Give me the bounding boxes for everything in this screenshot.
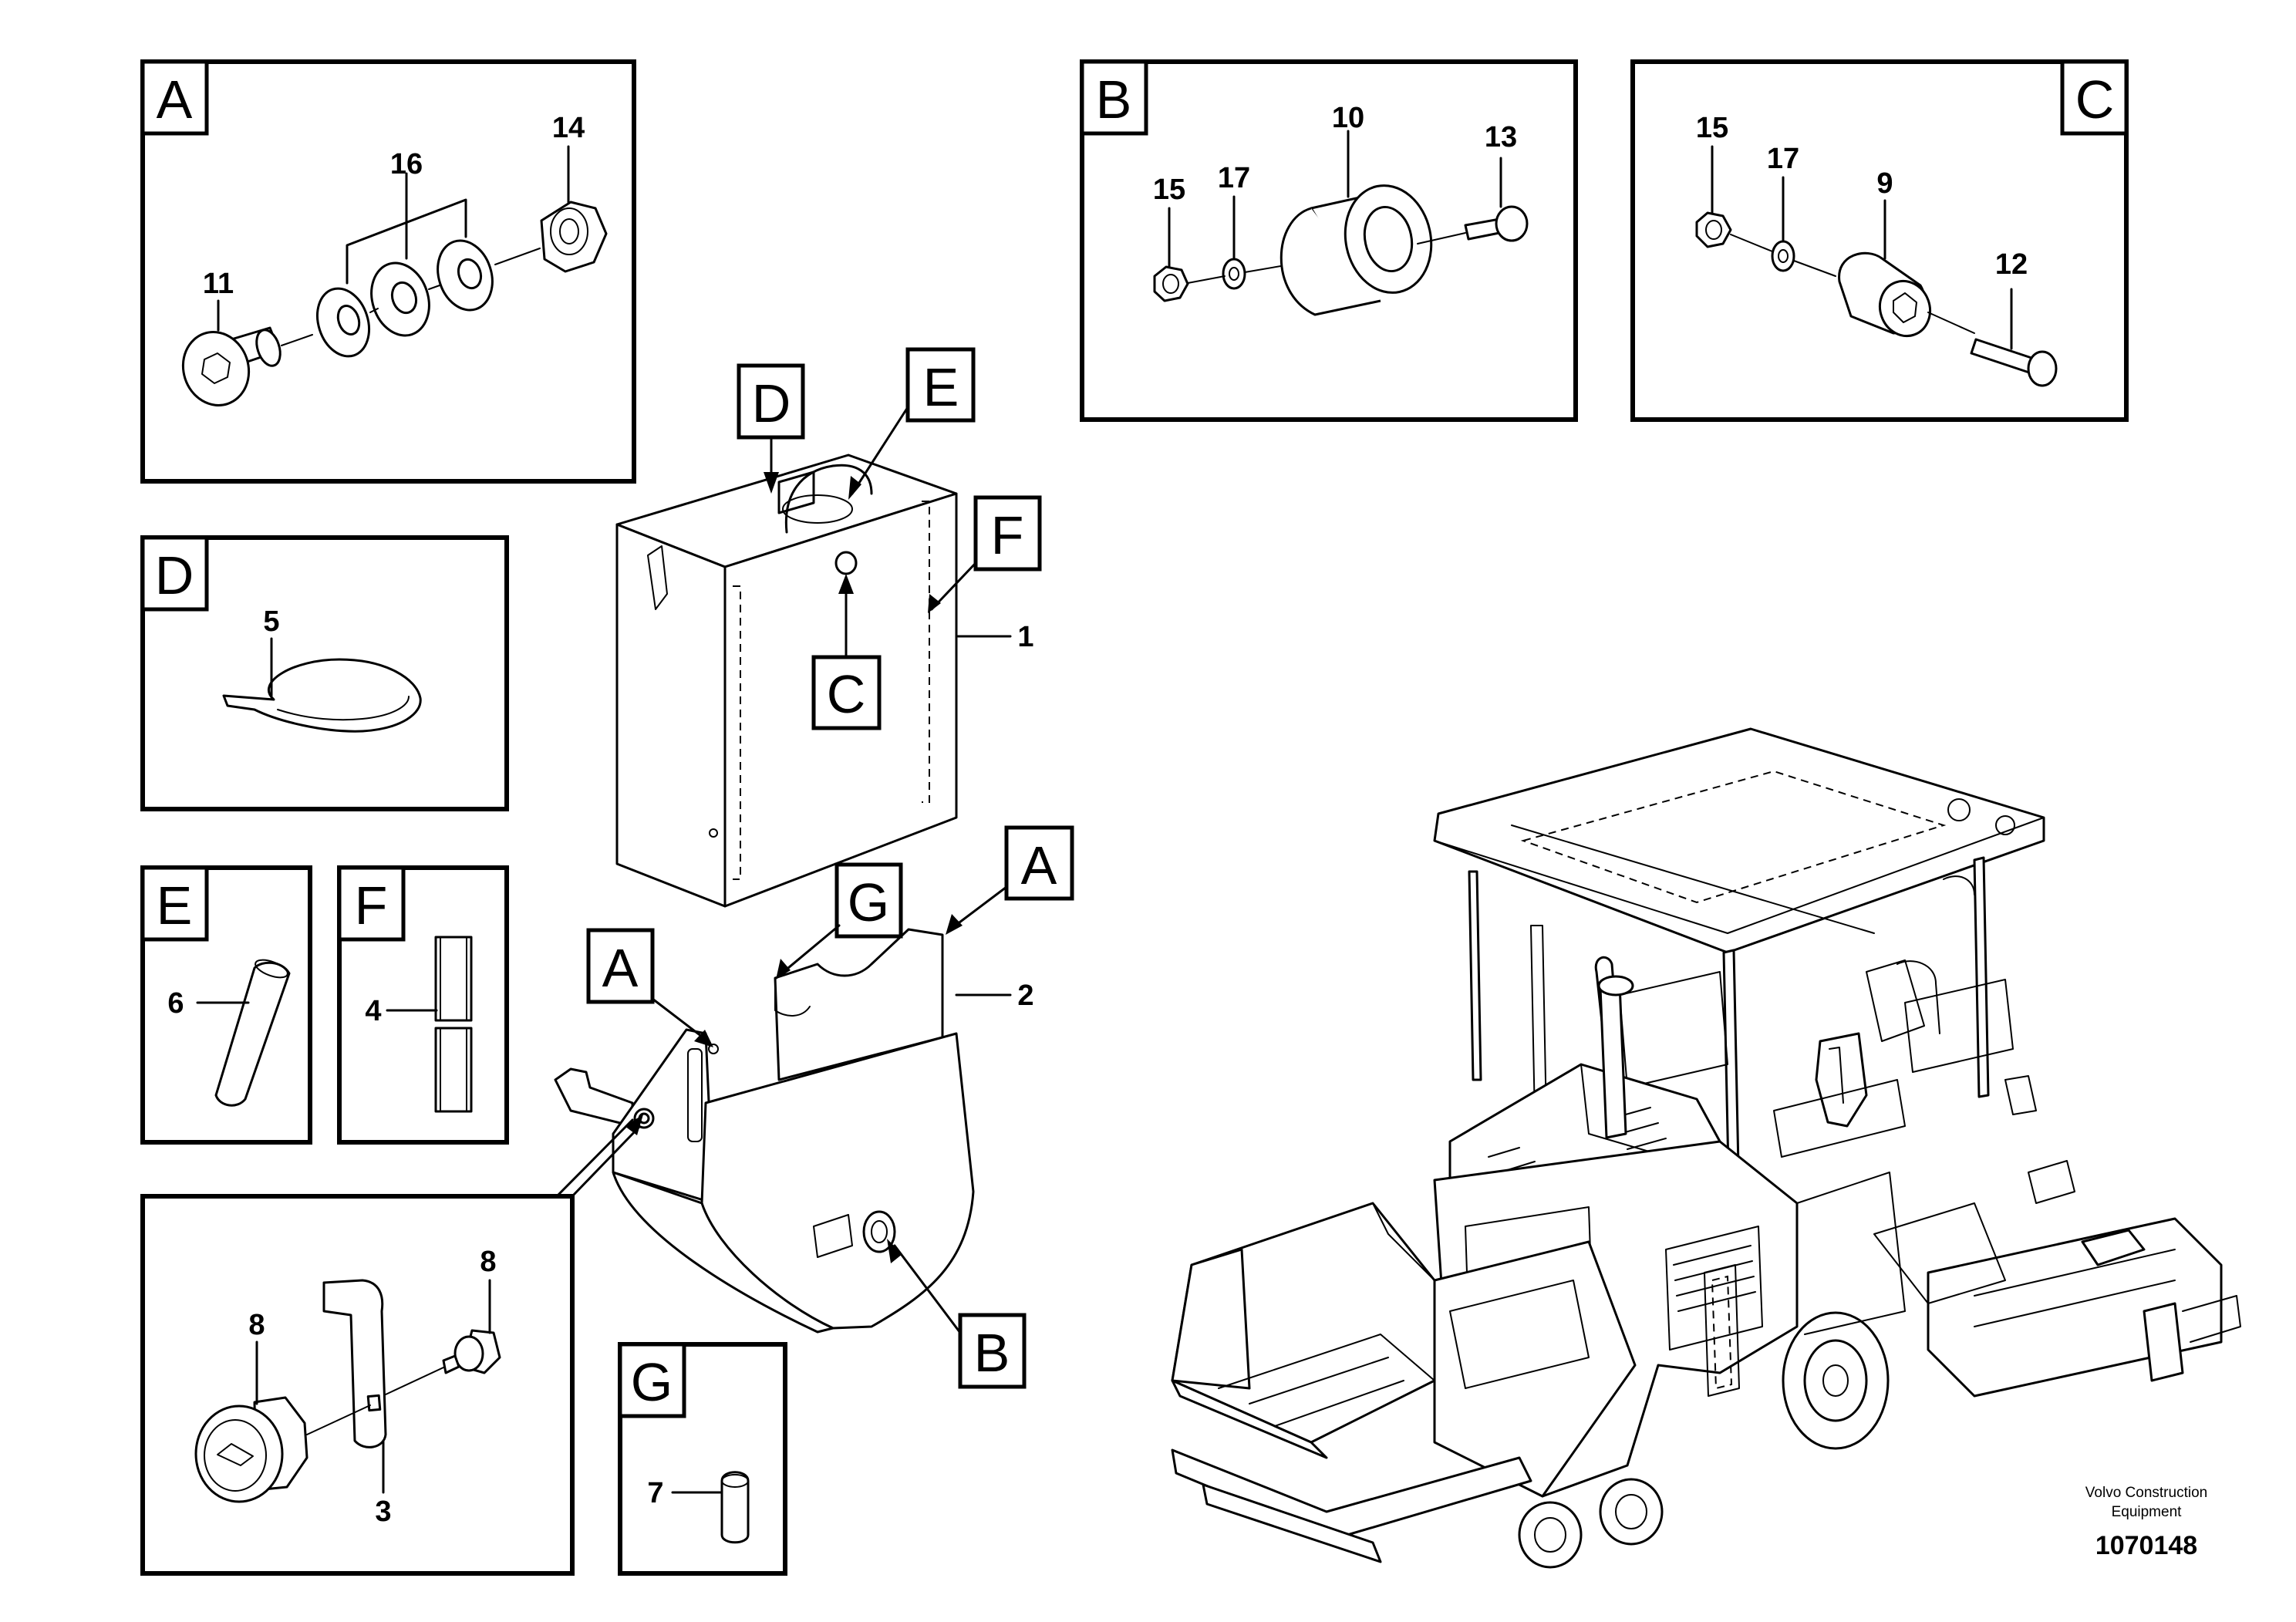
company-line-2: Equipment — [2112, 1504, 2183, 1520]
panel-e-tag-box — [140, 865, 209, 942]
nut-15-b — [1153, 207, 1189, 302]
label-15-c: 15 — [1696, 112, 1728, 144]
screw-8 — [385, 1279, 501, 1395]
pin-7 — [720, 1471, 750, 1544]
label-17-c: 17 — [1767, 143, 1799, 175]
panel-a-tag-box — [140, 59, 209, 136]
panel-lock: 8 8 3 — [140, 1194, 575, 1576]
panel-b: B 10 13 1 — [1080, 59, 1578, 422]
label-16: 16 — [390, 148, 423, 180]
label-4: 4 — [365, 995, 381, 1027]
callout-c: C — [811, 574, 882, 730]
label-6: 6 — [167, 987, 184, 1020]
label-7: 7 — [647, 1477, 663, 1509]
callout-a-left: A — [586, 928, 713, 1047]
label-14: 14 — [552, 112, 585, 144]
label-11: 11 — [203, 268, 234, 300]
cone-9 — [1838, 199, 1975, 338]
panel-g-tag: G — [631, 1352, 673, 1412]
latch-3 — [306, 1279, 387, 1494]
panel-d-tag-box — [140, 535, 209, 612]
paver-machine — [1171, 727, 2241, 1569]
panel-b-tag: B — [1096, 69, 1132, 130]
panel-c: C 15 17 9 12 — [1630, 59, 2129, 422]
panel-c-tag: C — [2075, 69, 2115, 130]
callout-e-text: E — [923, 357, 959, 417]
label-12: 12 — [1995, 248, 2028, 281]
panel-g: G 7 — [618, 1342, 787, 1576]
callout-a-left-text: A — [602, 938, 639, 998]
callout-d-text: D — [752, 373, 791, 433]
nut-14 — [540, 145, 608, 273]
callout-g-text: G — [848, 872, 889, 932]
label-10: 10 — [1332, 102, 1364, 134]
label-3: 3 — [375, 1496, 391, 1528]
callout-b: B — [887, 1239, 1027, 1389]
label-5: 5 — [263, 605, 279, 638]
label-1: 1 — [1017, 621, 1033, 653]
panel-f: F 4 — [337, 865, 509, 1145]
strip-4-upper — [434, 936, 473, 1022]
panel-g-tag-box — [618, 1342, 686, 1418]
callout-f: F — [928, 495, 1042, 613]
callout-b-text: B — [974, 1323, 1010, 1383]
lock-panel-leader — [555, 1114, 643, 1198]
callout-d: D — [737, 363, 805, 494]
callout-e: E — [848, 347, 976, 500]
pin-6 — [214, 961, 291, 1107]
callout-a-right: A — [946, 825, 1074, 935]
sleeve-10 — [1279, 130, 1433, 316]
label-13: 13 — [1485, 121, 1517, 153]
label-8-screw: 8 — [480, 1246, 496, 1278]
panel-e: E 6 — [140, 865, 312, 1145]
panel-e-tag: E — [157, 875, 193, 936]
lock-8 — [194, 1340, 308, 1503]
panel-a: A — [140, 59, 636, 484]
label-2: 2 — [1017, 980, 1033, 1012]
bolt-13 — [1417, 157, 1529, 244]
company-line-1: Volvo Construction — [2085, 1485, 2207, 1501]
callout-g: G — [776, 862, 903, 980]
bolt-12 — [1970, 288, 2058, 387]
callout-c-text: C — [827, 664, 866, 724]
callout-f-text: F — [991, 505, 1024, 565]
callout-a-right-text: A — [1021, 835, 1057, 895]
bolt-11 — [181, 326, 313, 406]
panel-d: D 5 — [140, 535, 509, 811]
panel-d-tag: D — [155, 545, 194, 605]
bracket-2 — [554, 928, 1012, 1334]
nut-15-c — [1695, 145, 1732, 248]
clip-5-inner — [277, 696, 410, 721]
washer-17-c — [1730, 176, 1836, 277]
label-17-b: 17 — [1218, 162, 1250, 194]
panel-f-tag-box — [337, 865, 406, 942]
panel-f-tag: F — [355, 875, 388, 936]
washers-16 — [316, 172, 541, 358]
panel-a-tag: A — [157, 69, 193, 130]
panel-b-tag-box — [1080, 59, 1148, 136]
strip-4-lower — [434, 1027, 473, 1113]
label-15-b: 15 — [1153, 174, 1185, 206]
label-8-lock: 8 — [248, 1309, 265, 1341]
clip-5 — [222, 658, 422, 733]
document-number: 1070148 — [2095, 1531, 2197, 1560]
panel-c-tag-box — [2060, 59, 2129, 136]
washer-17-b — [1187, 195, 1304, 290]
label-9: 9 — [1876, 167, 1893, 200]
